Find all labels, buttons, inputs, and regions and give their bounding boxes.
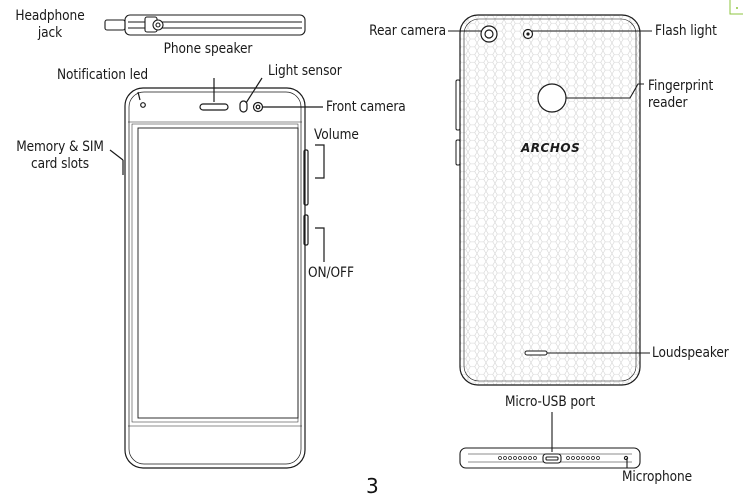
- micro-usb-port-label: Micro-USB port: [504, 394, 596, 410]
- memory-sim-label: Memory & SIM card slots: [10, 139, 111, 173]
- microphone-label: Microphone: [622, 469, 693, 485]
- fingerprint-reader-label-line2: reader: [648, 95, 688, 111]
- rear-camera-label: Rear camera: [369, 23, 446, 39]
- front-camera-label: Front camera: [326, 99, 406, 115]
- fingerprint-reader-label-line1: Fingerprint: [648, 78, 714, 94]
- corner-tab-mark: [729, 0, 743, 15]
- volume-label: Volume: [314, 127, 359, 143]
- flash-light-label: Flash light: [655, 23, 717, 39]
- phone-speaker-label: Phone speaker: [163, 41, 253, 57]
- archos-logo: ARCHOS: [521, 141, 581, 155]
- headphone-jack-label: Headphone jack: [8, 8, 92, 42]
- phone-rear-view: [448, 14, 652, 468]
- headphone-jack-label-line1: Headphone: [15, 8, 85, 24]
- phone-bottom-view: [459, 447, 641, 469]
- phone-front-view: [109, 77, 325, 469]
- fingerprint-reader-label: Fingerprint reader: [648, 78, 713, 112]
- light-sensor-label: Light sensor: [268, 63, 342, 79]
- memory-sim-label-line2: card slots: [30, 156, 90, 172]
- loudspeaker-label: Loudspeaker: [652, 345, 729, 361]
- notification-led-label: Notification led: [57, 67, 149, 83]
- headphone-jack-label-line2: jack: [37, 25, 63, 41]
- memory-sim-label-line1: Memory & SIM: [16, 139, 104, 155]
- on-off-label: ON/OFF: [308, 265, 354, 281]
- page-number: 3: [366, 474, 379, 498]
- phone-top-view: [104, 14, 306, 36]
